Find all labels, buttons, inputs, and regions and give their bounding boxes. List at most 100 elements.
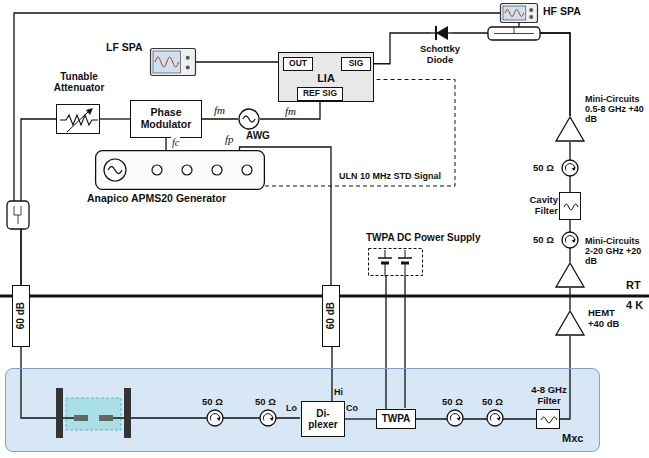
node-label: AWG (246, 130, 270, 141)
port-box: REF SIG (297, 87, 343, 101)
sample-cavity (66, 398, 121, 430)
amplifier: Mini-Circuits 2-20 GHz +20 dB (555, 262, 585, 288)
filter-wave (541, 417, 557, 423)
combiner (7, 201, 29, 229)
power-splitter (488, 27, 540, 40)
screen-trace (505, 9, 524, 16)
node-label: SIG (349, 59, 364, 69)
instrument-body (151, 49, 196, 76)
port-label: Co (346, 404, 358, 414)
sample-flange (56, 388, 63, 438)
gen-symbol (95, 150, 265, 190)
coax-line (202, 118, 238, 119)
instrument-knob (529, 15, 533, 19)
coax-line (345, 418, 376, 419)
circulator (447, 410, 463, 426)
coax-line (560, 336, 570, 419)
output-port (152, 165, 162, 175)
instrument-screen (153, 51, 181, 73)
coax-line (416, 418, 536, 419)
amplifier-triangle (556, 263, 584, 287)
node-label: OUT (289, 59, 307, 69)
awg-symbol (238, 108, 260, 130)
process-box: Phase Modulator (130, 100, 202, 138)
instrument-knob (529, 8, 533, 12)
node-label: Mxc (562, 432, 583, 444)
port-label: 50 Ω (533, 163, 554, 173)
amplifier-triangle (556, 117, 584, 141)
port-label: 50 Ω (533, 235, 554, 245)
node-label: 4-8 GHz Filter (527, 385, 571, 406)
coax-line (452, 33, 570, 116)
attenuator-box: 60 dB (322, 285, 340, 347)
splitter-inner (494, 27, 534, 34)
instrument-body (501, 4, 538, 23)
stage-label: 4 K (626, 299, 643, 311)
supply-outline (369, 249, 423, 276)
node-label: TWPA (382, 413, 411, 424)
mixing-chamber: MxcDi-plexerTWPA4-8 GHz Filter (5, 368, 600, 452)
amp-symbol (555, 116, 585, 142)
diode-symbol (430, 25, 452, 41)
battery-plate (378, 257, 392, 259)
attenuator-box: 60 dB (12, 285, 30, 347)
node-label: Anapico APMS20 Generator (87, 193, 226, 205)
node-label: 60 dB (325, 302, 336, 329)
sample-pin (74, 415, 88, 421)
schottky-diode: Schottky Diode (430, 25, 452, 41)
sample-pin-wire (63, 417, 124, 418)
port-label: Hi (334, 388, 343, 398)
instrument-screen (503, 6, 526, 20)
node-label: TWPA DC Power Supply (366, 232, 480, 243)
signal-generator: Anapico APMS20 Generator (95, 150, 265, 190)
port-label: 50 Ω (482, 397, 503, 407)
lock-in-amplifier: LIAOUTSIGREF SIG (278, 52, 374, 102)
source-wave (243, 116, 255, 122)
twpa-box: TWPA (376, 409, 416, 429)
coax-line (165, 138, 166, 150)
frequency-label: fm (284, 105, 297, 117)
node-label: Tunable Attenuator (47, 71, 111, 93)
coax-line (196, 62, 283, 64)
frequency-label: fp (224, 133, 235, 145)
node-label: 60 dB (15, 302, 26, 329)
bpf-symbol (537, 410, 561, 430)
circulator (260, 410, 276, 426)
attenuator: Tunable Attenuator (56, 104, 100, 134)
output-port (182, 165, 192, 175)
amplifier-triangle (556, 311, 584, 335)
amp-symbol (555, 262, 585, 288)
coax-line (14, 13, 500, 285)
spa-symbol (150, 48, 196, 76)
port-box: OUT (283, 57, 313, 71)
battery-lead (405, 263, 406, 276)
coax-line (100, 118, 130, 119)
port-label: 50 Ω (202, 397, 223, 407)
spectrum-analyzer: HF SPA (500, 3, 538, 23)
drive-wire (21, 347, 56, 418)
spa-symbol (500, 3, 538, 23)
coax-line (260, 101, 320, 119)
atten-symbol (57, 105, 101, 135)
generator-wave (108, 167, 122, 174)
battery-lead (385, 250, 386, 258)
cavity-filter: Cavity Filter (559, 192, 581, 220)
bandpass-filter: 4-8 GHz Filter (536, 409, 560, 429)
frequency-label: fc (171, 137, 180, 148)
circulator (562, 160, 578, 176)
node-label: Mini-Circuits 2-20 GHz +20 dB (585, 236, 646, 266)
coax-line (331, 347, 332, 401)
port-box: SIG (341, 57, 371, 71)
port-label: Lo (286, 404, 297, 414)
node-label: REF SIG (303, 89, 337, 99)
sample-pin (99, 415, 113, 421)
combiner-inner (14, 206, 21, 224)
port-label: 50 Ω (442, 397, 463, 407)
node-label: LF SPA (106, 42, 143, 54)
frequency-label: fm (213, 104, 226, 116)
tune-arrow-head (86, 108, 93, 115)
signal-note: ULN 10 MHz STD Signal (338, 172, 442, 182)
diode-bar (435, 26, 437, 40)
node-label: Schottky Diode (408, 44, 472, 65)
